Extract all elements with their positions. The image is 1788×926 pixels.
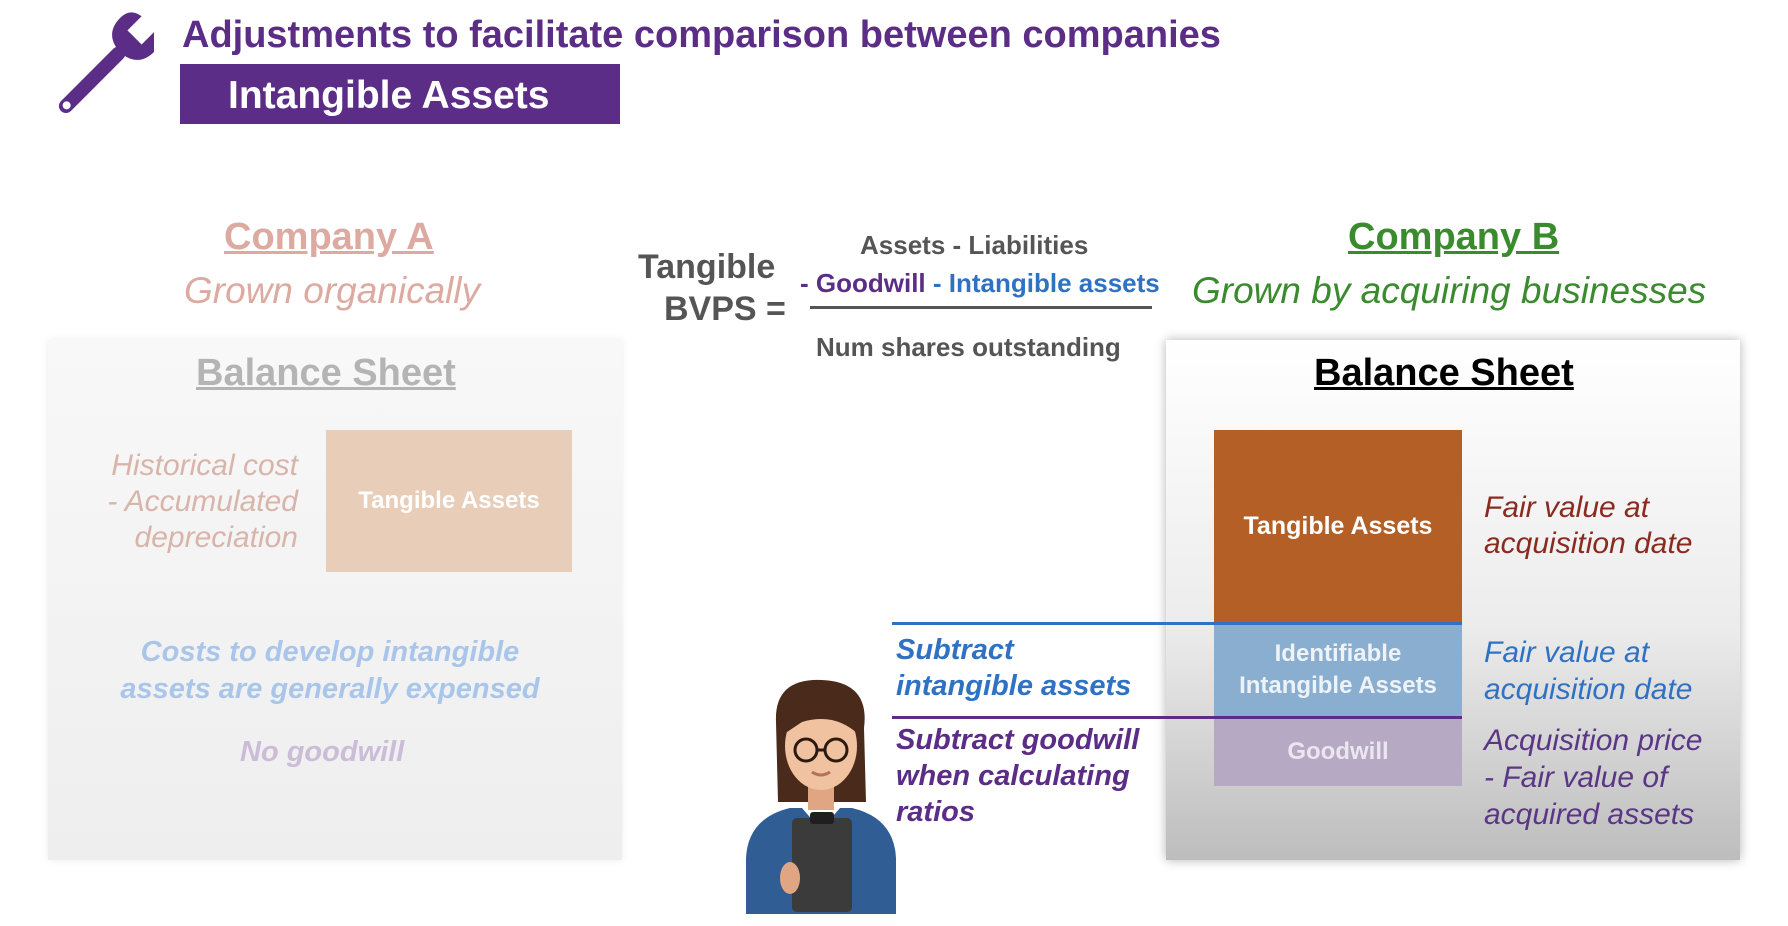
subtract-intangible-label: Subtract intangible assets xyxy=(896,632,1131,704)
subtract-intangible-line xyxy=(892,622,1462,625)
note-line: Fair value at xyxy=(1484,636,1650,669)
goodwill-box: Goodwill xyxy=(1214,718,1462,786)
label-line: when calculating xyxy=(896,760,1130,792)
subtitle-bar xyxy=(180,64,620,124)
page-subtitle: Intangible Assets xyxy=(228,74,550,117)
company-a-heading: Company A xyxy=(224,216,434,258)
company-b-balance-sheet-title: Balance Sheet xyxy=(1314,352,1574,394)
company-b-description: Grown by acquiring businesses xyxy=(1192,270,1707,311)
note-line: acquired assets xyxy=(1484,798,1695,831)
formula-lhs-line1: Tangible xyxy=(638,248,776,286)
label-line: Subtract goodwill xyxy=(896,724,1140,756)
company-a-description: Grown organically xyxy=(184,270,481,311)
no-goodwill-note: No goodwill xyxy=(240,736,405,768)
note-line: Fair value at xyxy=(1484,491,1650,524)
label-line: intangible assets xyxy=(896,670,1132,702)
company-b-heading: Company B xyxy=(1348,216,1560,258)
goodwill-definition-note: Acquisition price - Fair value of acquir… xyxy=(1484,722,1702,833)
formula-goodwill-term: - Goodwill xyxy=(800,268,926,298)
intangible-label-line: Intangible Assets xyxy=(1239,672,1437,699)
note-line: - Fair value of xyxy=(1484,761,1668,794)
formula-intangible-term: - Intangible assets xyxy=(932,268,1160,298)
analyst-avatar-icon xyxy=(746,679,896,914)
note-line: Acquisition price xyxy=(1484,724,1703,757)
costs-note-line: assets are generally expensed xyxy=(120,673,540,705)
historical-cost-line: depreciation xyxy=(134,521,298,554)
intangible-label-line: Identifiable xyxy=(1274,640,1402,667)
costs-note-line: Costs to develop intangible xyxy=(140,636,520,668)
wrench-icon xyxy=(58,12,154,114)
formula-denominator: Num shares outstanding xyxy=(816,332,1121,362)
formula-lhs-line2: BVPS = xyxy=(664,290,786,328)
company-a-balance-sheet-title: Balance Sheet xyxy=(196,352,456,394)
subtract-goodwill-label: Subtract goodwill when calculating ratio… xyxy=(896,722,1139,830)
company-a-tangible-assets-label: Tangible Assets xyxy=(358,487,540,514)
historical-cost-note: Historical cost - Accumulated depreciati… xyxy=(92,448,298,556)
goodwill-label: Goodwill xyxy=(1287,738,1389,765)
note-line: acquisition date xyxy=(1484,673,1693,706)
formula-numerator-line1: Assets - Liabilities xyxy=(860,230,1089,260)
intangible-fair-value-note: Fair value at acquisition date xyxy=(1484,634,1692,708)
company-b-tangible-assets-label: Tangible Assets xyxy=(1243,511,1433,540)
identifiable-intangible-assets-box: Identifiable Intangible Assets xyxy=(1214,622,1462,718)
page-title: Adjustments to facilitate comparison bet… xyxy=(182,14,1221,56)
company-b-tangible-assets-box: Tangible Assets xyxy=(1214,430,1462,622)
historical-cost-line: - Accumulated xyxy=(107,485,298,518)
tangible-fair-value-note: Fair value at acquisition date xyxy=(1484,490,1692,562)
note-line: acquisition date xyxy=(1484,527,1693,560)
formula-fraction-bar xyxy=(810,306,1152,309)
historical-cost-line: Historical cost xyxy=(111,449,298,482)
label-line: ratios xyxy=(896,796,975,828)
company-a-tangible-assets-box: Tangible Assets xyxy=(326,430,572,572)
label-line: Subtract xyxy=(896,634,1014,666)
formula-numerator-line2: - Goodwill - Intangible assets xyxy=(800,268,1160,299)
company-a-panel xyxy=(48,340,622,860)
subtract-goodwill-line xyxy=(892,716,1462,719)
costs-expensed-note: Costs to develop intangible assets are g… xyxy=(100,634,560,708)
